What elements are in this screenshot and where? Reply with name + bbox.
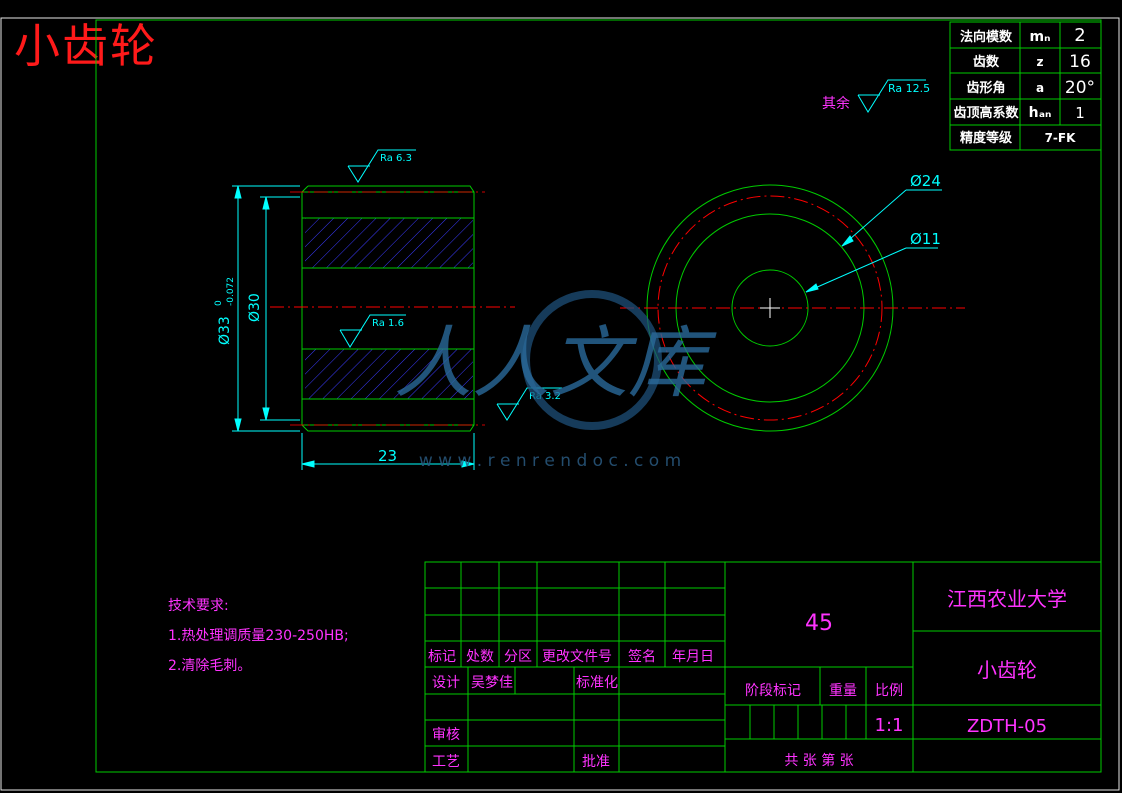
- roughness-marks: [339, 149, 562, 421]
- tb-header-signature: 签名: [628, 648, 656, 665]
- roughness-face: Ra 3.2: [529, 391, 561, 402]
- sheet-border: [0, 17, 1120, 791]
- tech-heading: 技术要求:: [168, 598, 229, 614]
- dim-circle-outer: Ø24: [910, 172, 941, 190]
- param-value-accuracy: 7-FK: [1045, 131, 1077, 145]
- param-label-accuracy: 精度等级: [960, 130, 1013, 146]
- tb-stage-label: 阶段标记: [745, 683, 801, 699]
- dim-width: 23: [378, 447, 397, 465]
- tech-item-2: 2.清除毛刺。: [168, 658, 251, 674]
- tb-drawing-no: ZDTH-05: [967, 716, 1047, 737]
- tb-standard-label: 标准化: [576, 675, 618, 691]
- param-table: [949, 21, 1102, 151]
- param-label-addendum: 齿顶高系数: [953, 105, 1019, 121]
- param-label-angle: 齿形角: [966, 80, 1005, 96]
- tb-part-name: 小齿轮: [977, 658, 1037, 682]
- tb-approve-label: 批准: [582, 754, 610, 770]
- tb-process-label: 工艺: [432, 754, 460, 770]
- param-value-teeth: 16: [1069, 52, 1091, 72]
- roughness-top: Ra 6.3: [380, 153, 412, 164]
- param-value-module: 2: [1074, 25, 1085, 46]
- tb-design-label: 设计: [432, 675, 460, 691]
- roughness-bore: Ra 1.6: [372, 318, 404, 329]
- param-label-module: 法向模数: [960, 29, 1013, 45]
- tb-weight-label: 重量: [829, 683, 857, 699]
- dimension-lines: [232, 185, 475, 470]
- dim-outer-tol-upper: 0: [214, 300, 224, 306]
- tb-material: 45: [805, 611, 833, 636]
- tech-requirements: 技术要求: 1.热处理调质量230-250HB; 2.清除毛刺。: [168, 598, 349, 674]
- param-label-teeth: 齿数: [973, 54, 1000, 70]
- dim-outer-diameter: Ø33: [217, 316, 233, 345]
- tb-header-change-doc: 更改文件号: [542, 649, 612, 665]
- param-symbol-addendum: hₐₙ: [1029, 105, 1052, 121]
- gear-section-view: [270, 185, 515, 432]
- dim-bore-diameter: Ø30: [247, 293, 263, 322]
- param-symbol-angle: a: [1036, 81, 1044, 95]
- tb-school: 江西农业大学: [947, 587, 1067, 611]
- tb-header-mark: 标记: [428, 649, 456, 665]
- tb-header-zone: 分区: [504, 649, 532, 665]
- roughness-other: 其余 Ra 12.5: [822, 79, 930, 113]
- roughness-other-value: Ra 12.5: [888, 82, 930, 95]
- tb-review-label: 审核: [432, 727, 460, 743]
- dim-outer-tol-lower: -0.072: [226, 277, 236, 306]
- roughness-other-label: 其余: [822, 95, 850, 112]
- title-block: [424, 561, 1102, 773]
- tb-scale: 1:1: [875, 715, 904, 736]
- tb-designer: 吴梦佳: [471, 675, 513, 691]
- tb-header-date: 年月日: [672, 649, 714, 665]
- tb-header-count: 处数: [466, 649, 494, 665]
- param-value-angle: 20°: [1065, 78, 1095, 98]
- page-title: 小齿轮: [14, 19, 158, 73]
- tech-item-1: 1.热处理调质量230-250HB;: [168, 628, 349, 644]
- tb-sheet-text: 共 张 第 张: [784, 752, 853, 769]
- gear-front-view: [620, 184, 965, 432]
- param-symbol-module: mₙ: [1030, 29, 1051, 45]
- param-value-addendum: 1: [1075, 104, 1085, 122]
- tb-scale-label: 比例: [875, 683, 903, 699]
- dim-circle-inner: Ø11: [910, 230, 941, 248]
- param-symbol-teeth: z: [1037, 55, 1044, 69]
